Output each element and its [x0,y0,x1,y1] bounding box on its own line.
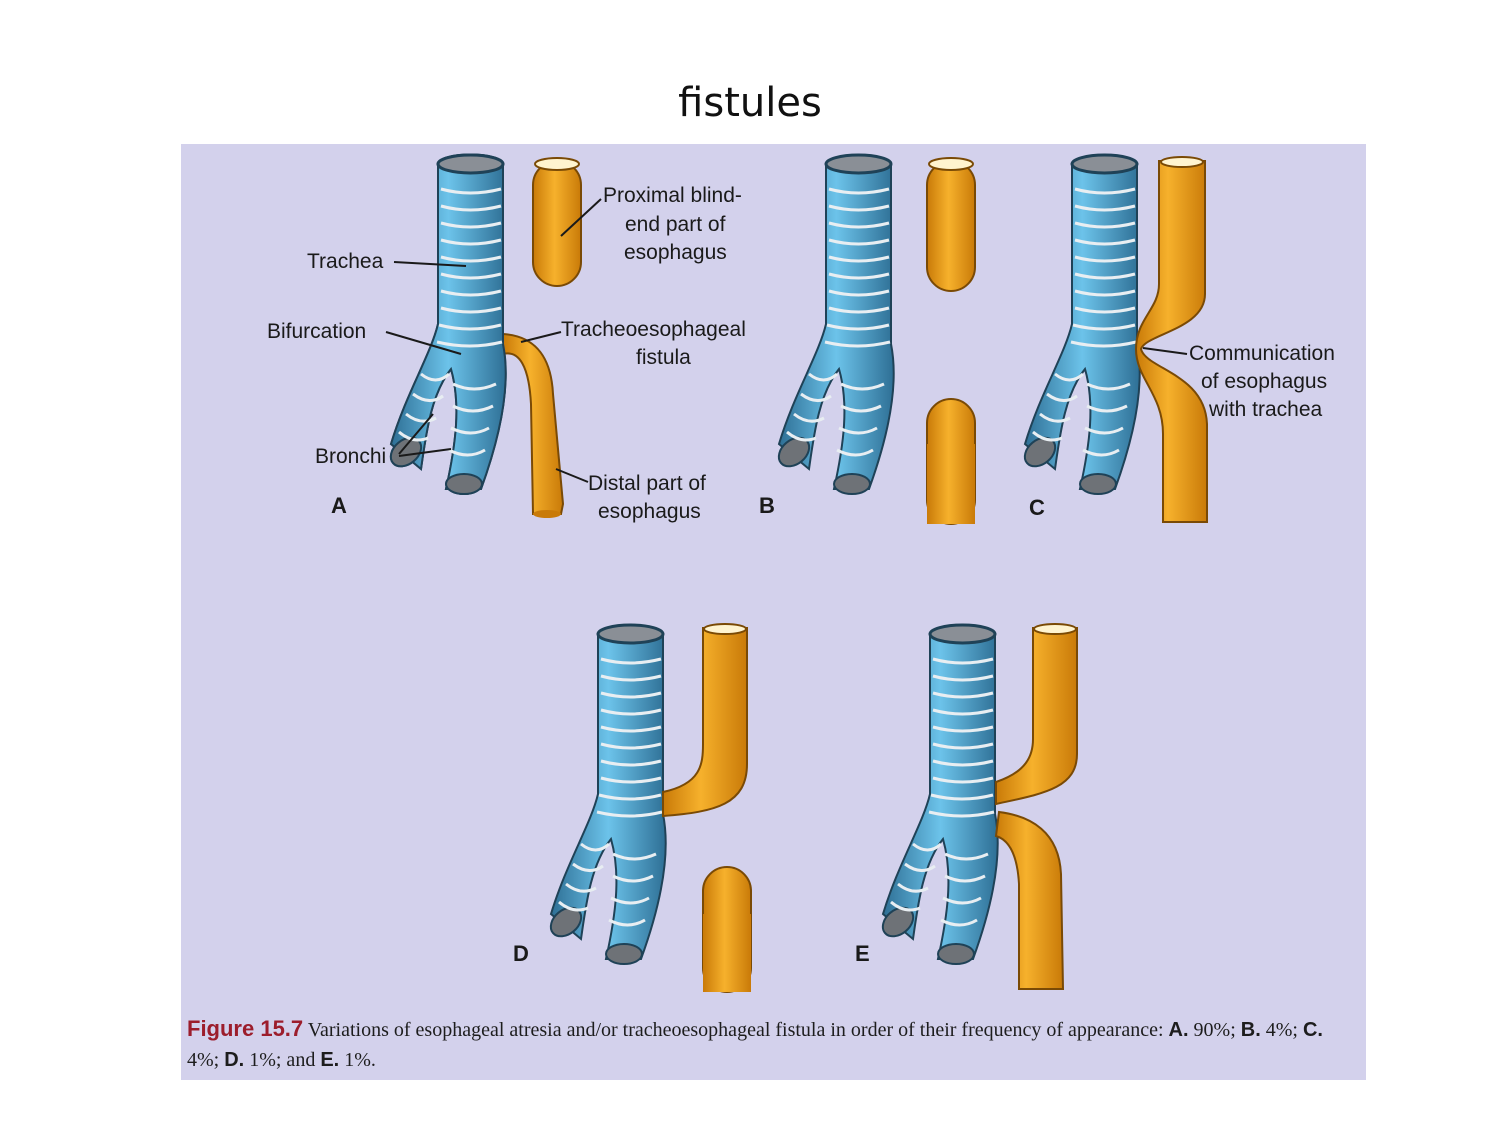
label-proximal-line3: esophagus [624,241,727,264]
caption-item-a-letter: A. [1168,1019,1189,1041]
label-communication-line3: with trachea [1208,398,1323,421]
caption-item-b-letter: B. [1240,1019,1261,1041]
esophageal-atresia-diagram: Proximal blind- end part of esophagus Tr… [267,153,1335,993]
trachea-b [771,153,896,496]
figure-caption: Figure 15.7 Variations of esophageal atr… [187,1014,1357,1075]
label-fistula-line2: fistula [636,346,691,369]
distal-esophagus-a [502,332,565,515]
caption-item-e-letter: E. [320,1049,340,1071]
label-proximal-line2: end part of [625,213,726,236]
label-trachea: Trachea [307,250,384,273]
figure-panel: Proximal blind- end part of esophagus Tr… [181,144,1366,1080]
caption-figure-number: Figure 15.7 [187,1016,304,1041]
panel-letter-d: D [513,941,529,966]
label-proximal-line1: Proximal blind- [603,184,742,207]
panel-d-diagram [662,623,752,993]
panel-letter-a: A [331,493,347,518]
trachea-c [1017,153,1142,496]
caption-item-c-letter: C. [1302,1019,1323,1041]
panel-c-diagram [1134,156,1208,523]
label-communication-line2: of esophagus [1201,370,1327,393]
label-bronchi: Bronchi [315,445,386,468]
panel-e-diagram [994,623,1078,990]
caption-item-a-value: 90%; [1188,1019,1241,1041]
caption-text: Variations of esophageal atresia and/or … [303,1019,1169,1041]
label-distal-line2: esophagus [598,500,701,523]
trachea-a [383,153,508,496]
label-fistula-line1: Tracheoesophageal [561,318,746,341]
label-distal-line1: Distal part of [588,472,706,495]
caption-item-c-value: 4%; [187,1049,225,1071]
caption-item-d-value: 1%; and [244,1049,321,1071]
panel-letter-c: C [1029,495,1045,520]
panel-a-diagram [502,157,582,518]
caption-item-b-value: 4%; [1260,1019,1303,1041]
slide-title: fistules [678,80,822,126]
caption-item-d-letter: D. [224,1049,245,1071]
label-bifurcation: Bifurcation [267,320,366,343]
label-communication-line1: Communication [1189,342,1335,365]
panel-b-diagram [926,157,976,525]
trachea-d [543,623,668,966]
panel-letter-b: B [759,493,775,518]
panel-letter-e: E [855,941,870,966]
caption-item-e-value: 1%. [339,1049,376,1071]
trachea-e [875,623,1000,966]
